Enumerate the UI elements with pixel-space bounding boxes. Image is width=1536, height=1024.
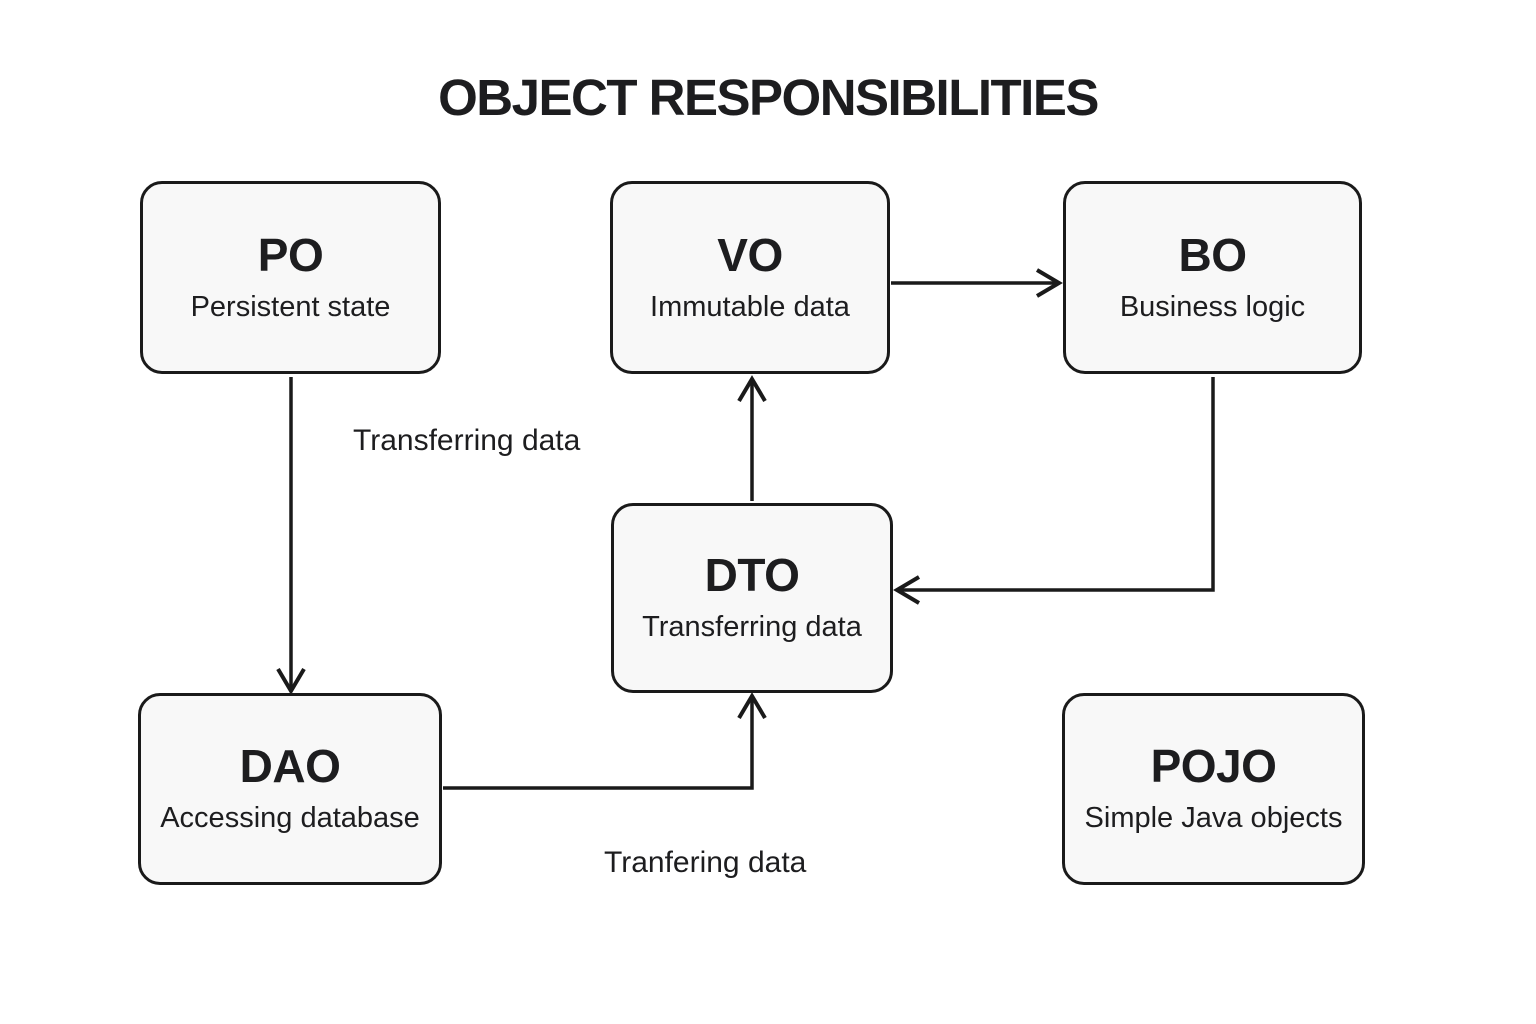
node-bo-title: BO	[1178, 228, 1248, 281]
node-bo-subtitle: Business logic	[1119, 290, 1306, 323]
edge-bo-dto-arrowhead	[893, 575, 921, 605]
node-dto-subtitle: Transferring data	[642, 611, 862, 644]
node-vo-subtitle: Immutable data	[650, 290, 850, 323]
edge-bo-dto	[899, 377, 1215, 592]
node-dao-subtitle: Accessing database	[160, 802, 420, 835]
node-bo: BO Business logic	[1063, 181, 1362, 374]
node-po-title: PO	[257, 228, 324, 281]
node-dto-title: DTO	[704, 549, 800, 602]
edge-dao-dto-arrowhead	[737, 692, 767, 720]
node-pojo-subtitle: Simple Java objects	[1084, 802, 1343, 835]
node-po: PO Persistent state	[140, 181, 441, 374]
edge-dao-dto	[443, 698, 754, 790]
edge-label-tranfering-data: Tranfering data	[604, 846, 807, 879]
node-pojo-title: POJO	[1150, 740, 1277, 793]
edge-po-dao-arrowhead	[276, 667, 306, 695]
node-dto: DTO Transferring data	[611, 503, 893, 693]
node-dao-title: DAO	[239, 740, 341, 793]
node-pojo: POJO Simple Java objects	[1062, 693, 1365, 885]
edge-label-transferring-data: Transferring data	[353, 424, 581, 457]
node-po-subtitle: Persistent state	[190, 290, 391, 323]
node-vo: VO Immutable data	[610, 181, 890, 374]
node-dao: DAO Accessing database	[138, 693, 442, 885]
node-vo-title: VO	[717, 228, 783, 281]
edge-dto-vo-arrowhead	[737, 375, 767, 403]
edge-vo-bo-arrowhead	[1035, 268, 1063, 298]
diagram-title: OBJECT RESPONSIBILITIES	[438, 69, 1099, 126]
